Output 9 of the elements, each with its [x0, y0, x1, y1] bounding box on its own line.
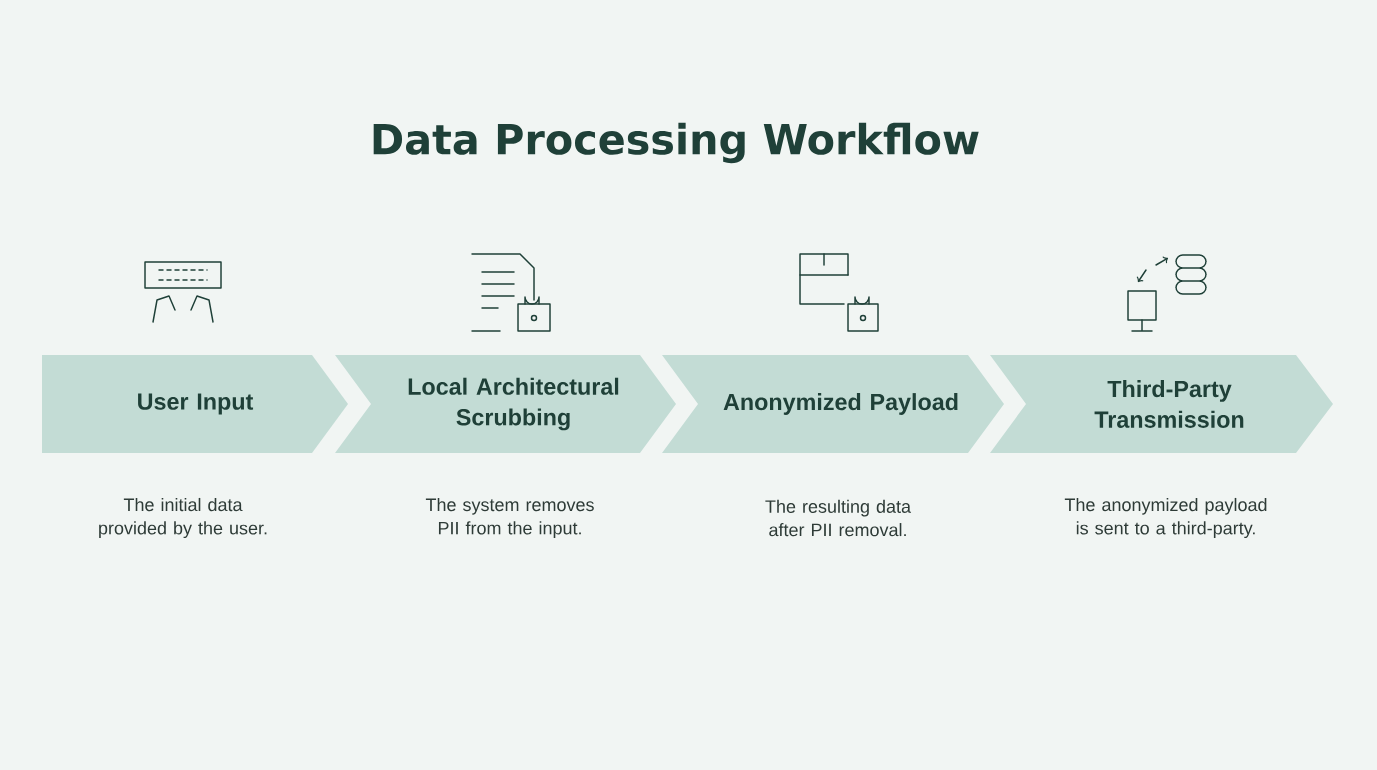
title: Data Processing Workflow	[373, 122, 979, 164]
step-description: The anonymized payload is sent to a third-party.	[1064, 497, 1267, 539]
step-description: The system removes PII from the input.	[425, 497, 594, 539]
chevron-step: Local Architectural Scrubbing	[335, 355, 676, 453]
chevron-step: User Input	[42, 355, 348, 453]
step-description: The resulting data after PII removal.	[765, 499, 912, 537]
chevron-step: Anonymized Payload	[662, 355, 1004, 453]
step-description: The initial data provided by the user.	[99, 497, 267, 539]
chevron-step: Third-Party Transmission	[990, 355, 1333, 453]
